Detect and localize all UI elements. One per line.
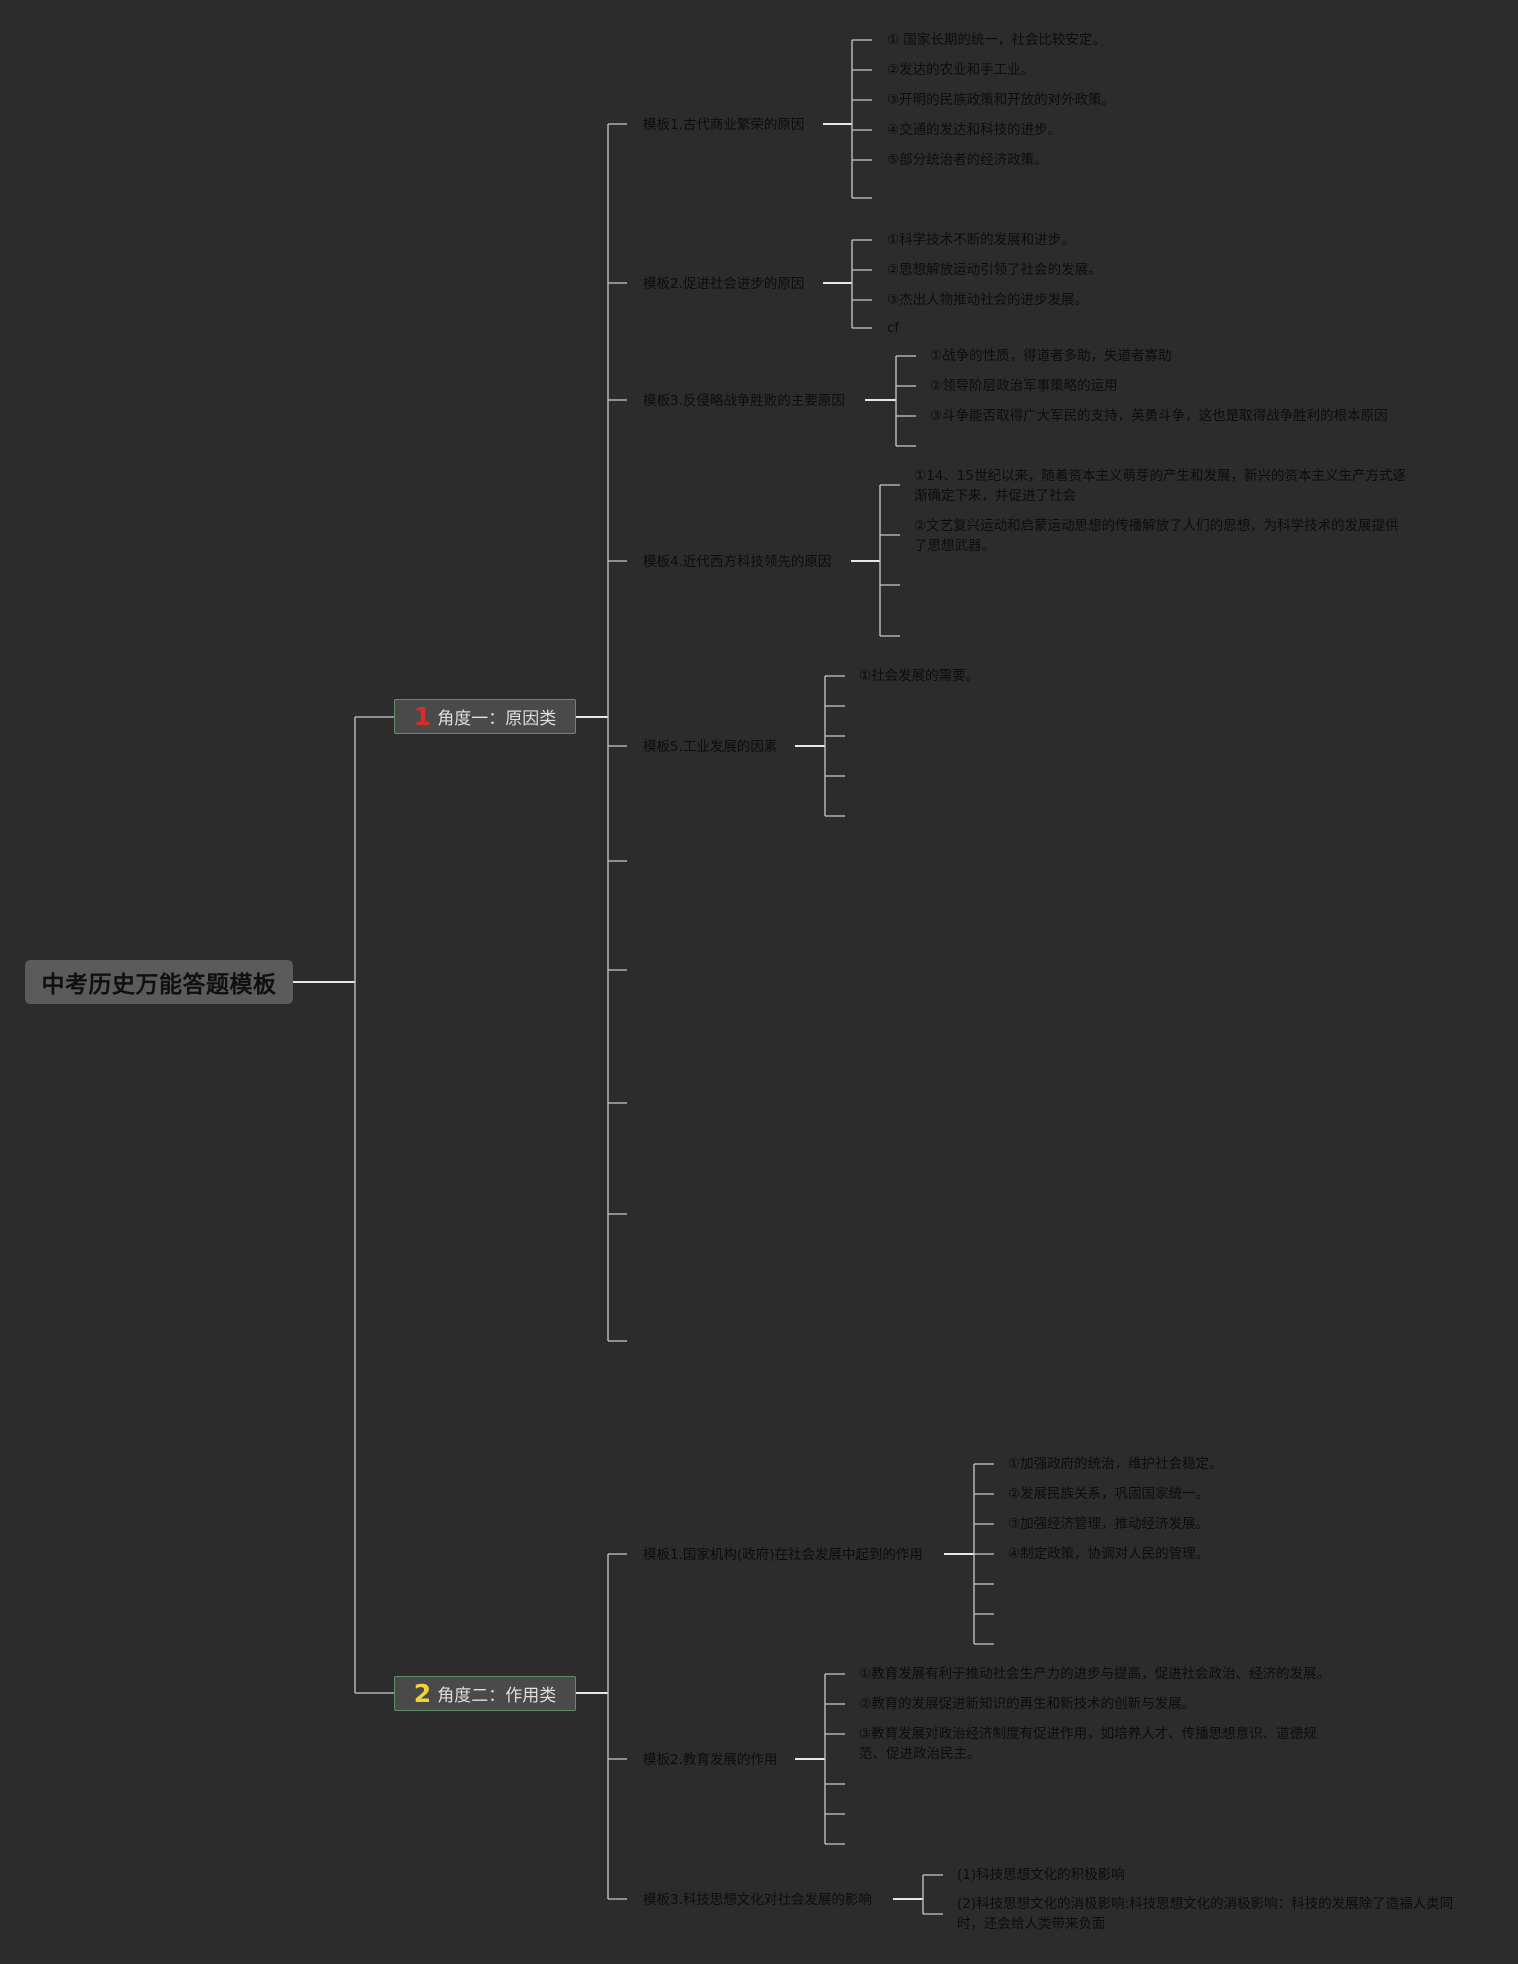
leaf-item[interactable]: ②教育的发展促进新知识的再生和新技术的创新与发展。 bbox=[859, 1696, 1196, 1712]
leaf-item[interactable]: ①教育发展有利于推动社会生产力的进步与提高，促进社会政治、经济的发展。 bbox=[859, 1666, 1331, 1682]
leaf-item[interactable]: ④制定政策，协调对人民的管理。 bbox=[1008, 1546, 1210, 1562]
leaf-item[interactable]: ②发达的农业和手工业。 bbox=[887, 62, 1035, 78]
category-effects[interactable]: 2 角度二：作用类 bbox=[394, 1676, 576, 1711]
leaf-item[interactable]: ③开明的民族政策和开放的对外政策。 bbox=[887, 92, 1116, 108]
template-node[interactable]: 模板1.国家机构(政府)在社会发展中起到的作用 bbox=[643, 1547, 923, 1563]
leaf-item[interactable]: ①科学技术不断的发展和进步。 bbox=[887, 232, 1075, 248]
category-number-badge: 2 bbox=[413, 1679, 432, 1708]
template-node[interactable]: 模板1.古代商业繁荣的原因 bbox=[643, 117, 805, 133]
leaf-item[interactable]: ②领导阶层政治军事策略的运用 bbox=[930, 378, 1118, 394]
leaf-item[interactable]: ④交通的发达和科技的进步。 bbox=[887, 122, 1062, 138]
leaf-item[interactable]: (1)科技思想文化的积极影响 bbox=[957, 1867, 1125, 1883]
template-node[interactable]: 模板3.反侵略战争胜败的主要原因 bbox=[643, 393, 845, 409]
leaf-item[interactable]: ⑤部分统治者的经济政策。 bbox=[887, 152, 1048, 168]
category-label: 角度一：原因类 bbox=[437, 709, 557, 729]
leaf-item[interactable]: ①社会发展的需要。 bbox=[859, 668, 980, 684]
leaf-item[interactable]: ③加强经济管理，推动经济发展。 bbox=[1008, 1516, 1210, 1532]
root-title: 中考历史万能答题模板 bbox=[41, 972, 277, 998]
leaf-item[interactable]: (2)科技思想文化的消极影响:科技思想文化的消极影响：科技的发展除了造福人类同时… bbox=[957, 1896, 1454, 1932]
category-number-badge: 1 bbox=[413, 702, 432, 731]
leaf-item[interactable]: ①战争的性质，得道者多助，失道者寡助 bbox=[930, 348, 1172, 364]
leaf-item[interactable]: ① 国家长期的统一，社会比较安定。 bbox=[887, 32, 1106, 48]
leaf-item[interactable]: ③斗争能否取得广大军民的支持，英勇斗争，这也是取得战争胜利的根本原因 bbox=[930, 408, 1388, 424]
root-node[interactable]: 中考历史万能答题模板 bbox=[25, 960, 293, 1004]
template-node[interactable]: 模板3.科技思想文化对社会发展的影响 bbox=[643, 1892, 872, 1908]
leaf-item[interactable]: ②发展民族关系，巩固国家统一。 bbox=[1008, 1486, 1210, 1502]
category-label: 角度二：作用类 bbox=[437, 1686, 557, 1706]
template-node[interactable]: 模板2.促进社会进步的原因 bbox=[643, 276, 805, 292]
category-causes[interactable]: 1 角度一：原因类 bbox=[394, 699, 576, 734]
leaf-item[interactable]: ②文艺复兴运动和启蒙运动思想的传播解放了人们的思想，为科学技术的发展提供了思想武… bbox=[914, 518, 1399, 554]
leaf-item[interactable]: ③教育发展对政治经济制度有促进作用，如培养人才、传播思想意识、道德规范、促进政治… bbox=[859, 1726, 1317, 1762]
template-node[interactable]: 模板5.工业发展的因素 bbox=[643, 739, 778, 755]
leaf-item[interactable]: ①14、15世纪以来，随着资本主义萌芽的产生和发展，新兴的资本主义生产方式逐渐确… bbox=[914, 468, 1406, 504]
leaf-item[interactable]: ③杰出人物推动社会的进步发展。 bbox=[887, 292, 1089, 308]
leaf-item[interactable]: cf bbox=[887, 320, 900, 336]
template-node[interactable]: 模板2.教育发展的作用 bbox=[643, 1752, 778, 1768]
leaf-item[interactable]: ①加强政府的统治，维护社会稳定。 bbox=[1008, 1456, 1223, 1472]
leaf-item[interactable]: ②思想解放运动引领了社会的发展。 bbox=[887, 262, 1102, 278]
template-node[interactable]: 模板4.近代西方科技领先的原因 bbox=[643, 554, 832, 570]
